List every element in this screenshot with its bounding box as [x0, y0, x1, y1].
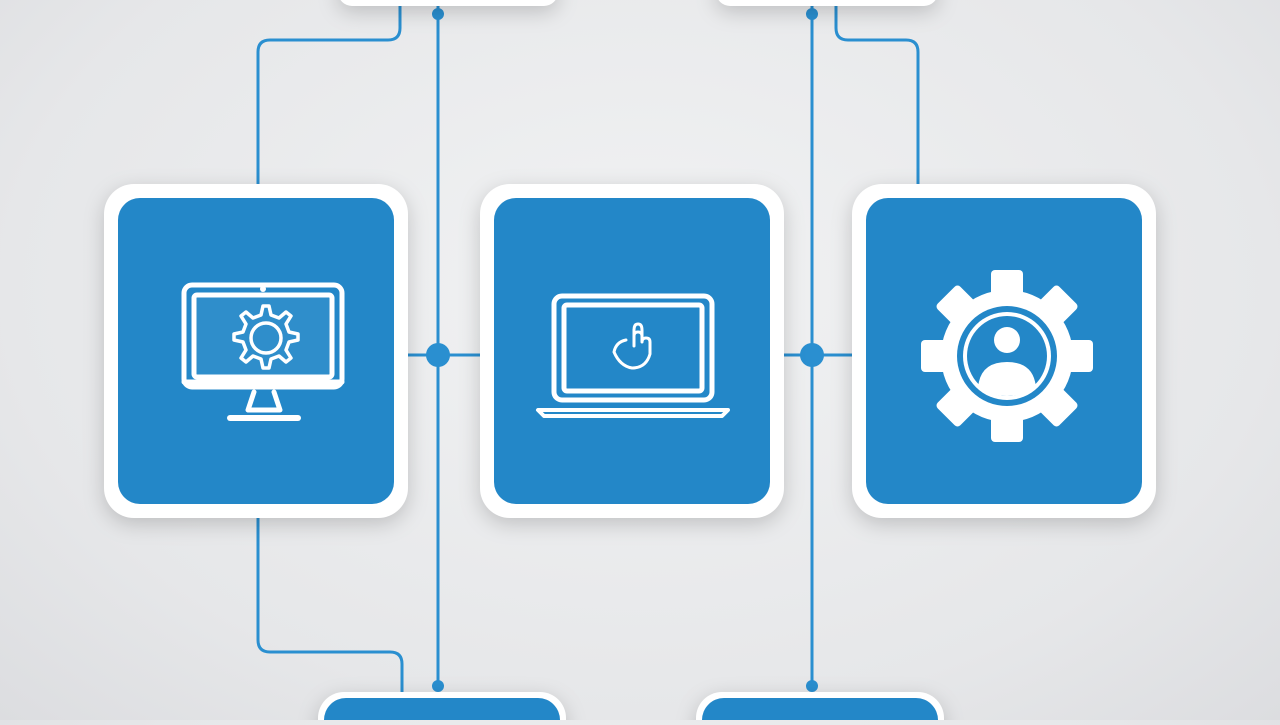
junction-dot-left [426, 343, 450, 367]
top-pill-left[interactable] [338, 0, 558, 6]
connector-branch-bottom-left [256, 510, 404, 702]
connector-branch-top-left [256, 0, 402, 188]
connector-branch-top-right [834, 0, 920, 188]
tile-laptop-touch[interactable] [480, 184, 784, 518]
user-body [978, 362, 1036, 396]
tile-user-settings[interactable] [852, 184, 1156, 518]
junction-dot-right [800, 343, 824, 367]
small-dot-top-left [432, 8, 444, 20]
bottom-pill-left[interactable] [318, 692, 566, 725]
user-head [994, 327, 1020, 353]
small-dot-bottom-left [432, 680, 444, 692]
desktop-gear-icon [181, 282, 345, 421]
bottom-pill-right[interactable] [696, 692, 944, 725]
camera-dot [260, 286, 266, 292]
top-pill-right[interactable] [716, 0, 938, 6]
small-dot-bottom-right [806, 680, 818, 692]
tile-desktop-settings[interactable] [104, 184, 408, 518]
user-gear-icon [921, 270, 1093, 442]
laptop-touch-icon [536, 293, 730, 418]
small-dot-top-right [806, 8, 818, 20]
